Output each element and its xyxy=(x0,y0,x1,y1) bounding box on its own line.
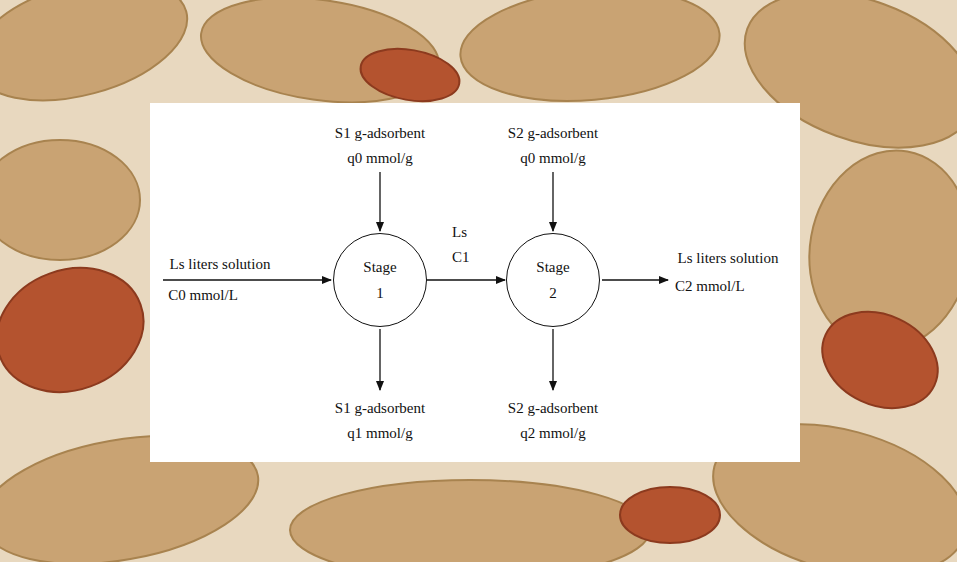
stream-label: q0 mmol/g xyxy=(347,149,412,167)
stage-label: Stage 1 xyxy=(363,254,396,307)
adsorbent-out-arrow xyxy=(379,329,380,390)
stream-label: S2 g-adsorbent xyxy=(508,124,598,142)
stream-label: Ls liters solution xyxy=(170,255,271,273)
adsorbent-in-arrow xyxy=(552,172,553,231)
stream-label: C1 xyxy=(452,248,470,266)
stream-label: C0 mmol/L xyxy=(168,286,238,304)
stage-circle: Stage 1 xyxy=(333,233,427,327)
stream-label: Ls xyxy=(452,223,467,241)
stream-label: S1 g-adsorbent xyxy=(335,124,425,142)
stream-label: q2 mmol/g xyxy=(520,424,585,442)
stream-connector xyxy=(427,279,505,280)
adsorbent-out-arrow xyxy=(552,329,553,390)
stage-circle: Stage 2 xyxy=(506,233,600,327)
adsorbent-in-arrow xyxy=(379,172,380,231)
product-arrow xyxy=(602,279,668,280)
feed-arrow xyxy=(163,279,331,280)
stream-label: q0 mmol/g xyxy=(520,149,585,167)
stream-label: q1 mmol/g xyxy=(347,424,412,442)
stream-label: S1 g-adsorbent xyxy=(335,399,425,417)
stream-label: S2 g-adsorbent xyxy=(508,399,598,417)
stream-label: C2 mmol/L xyxy=(675,277,745,295)
stage-label: Stage 2 xyxy=(536,254,569,307)
stream-label: Ls liters solution xyxy=(678,249,779,267)
